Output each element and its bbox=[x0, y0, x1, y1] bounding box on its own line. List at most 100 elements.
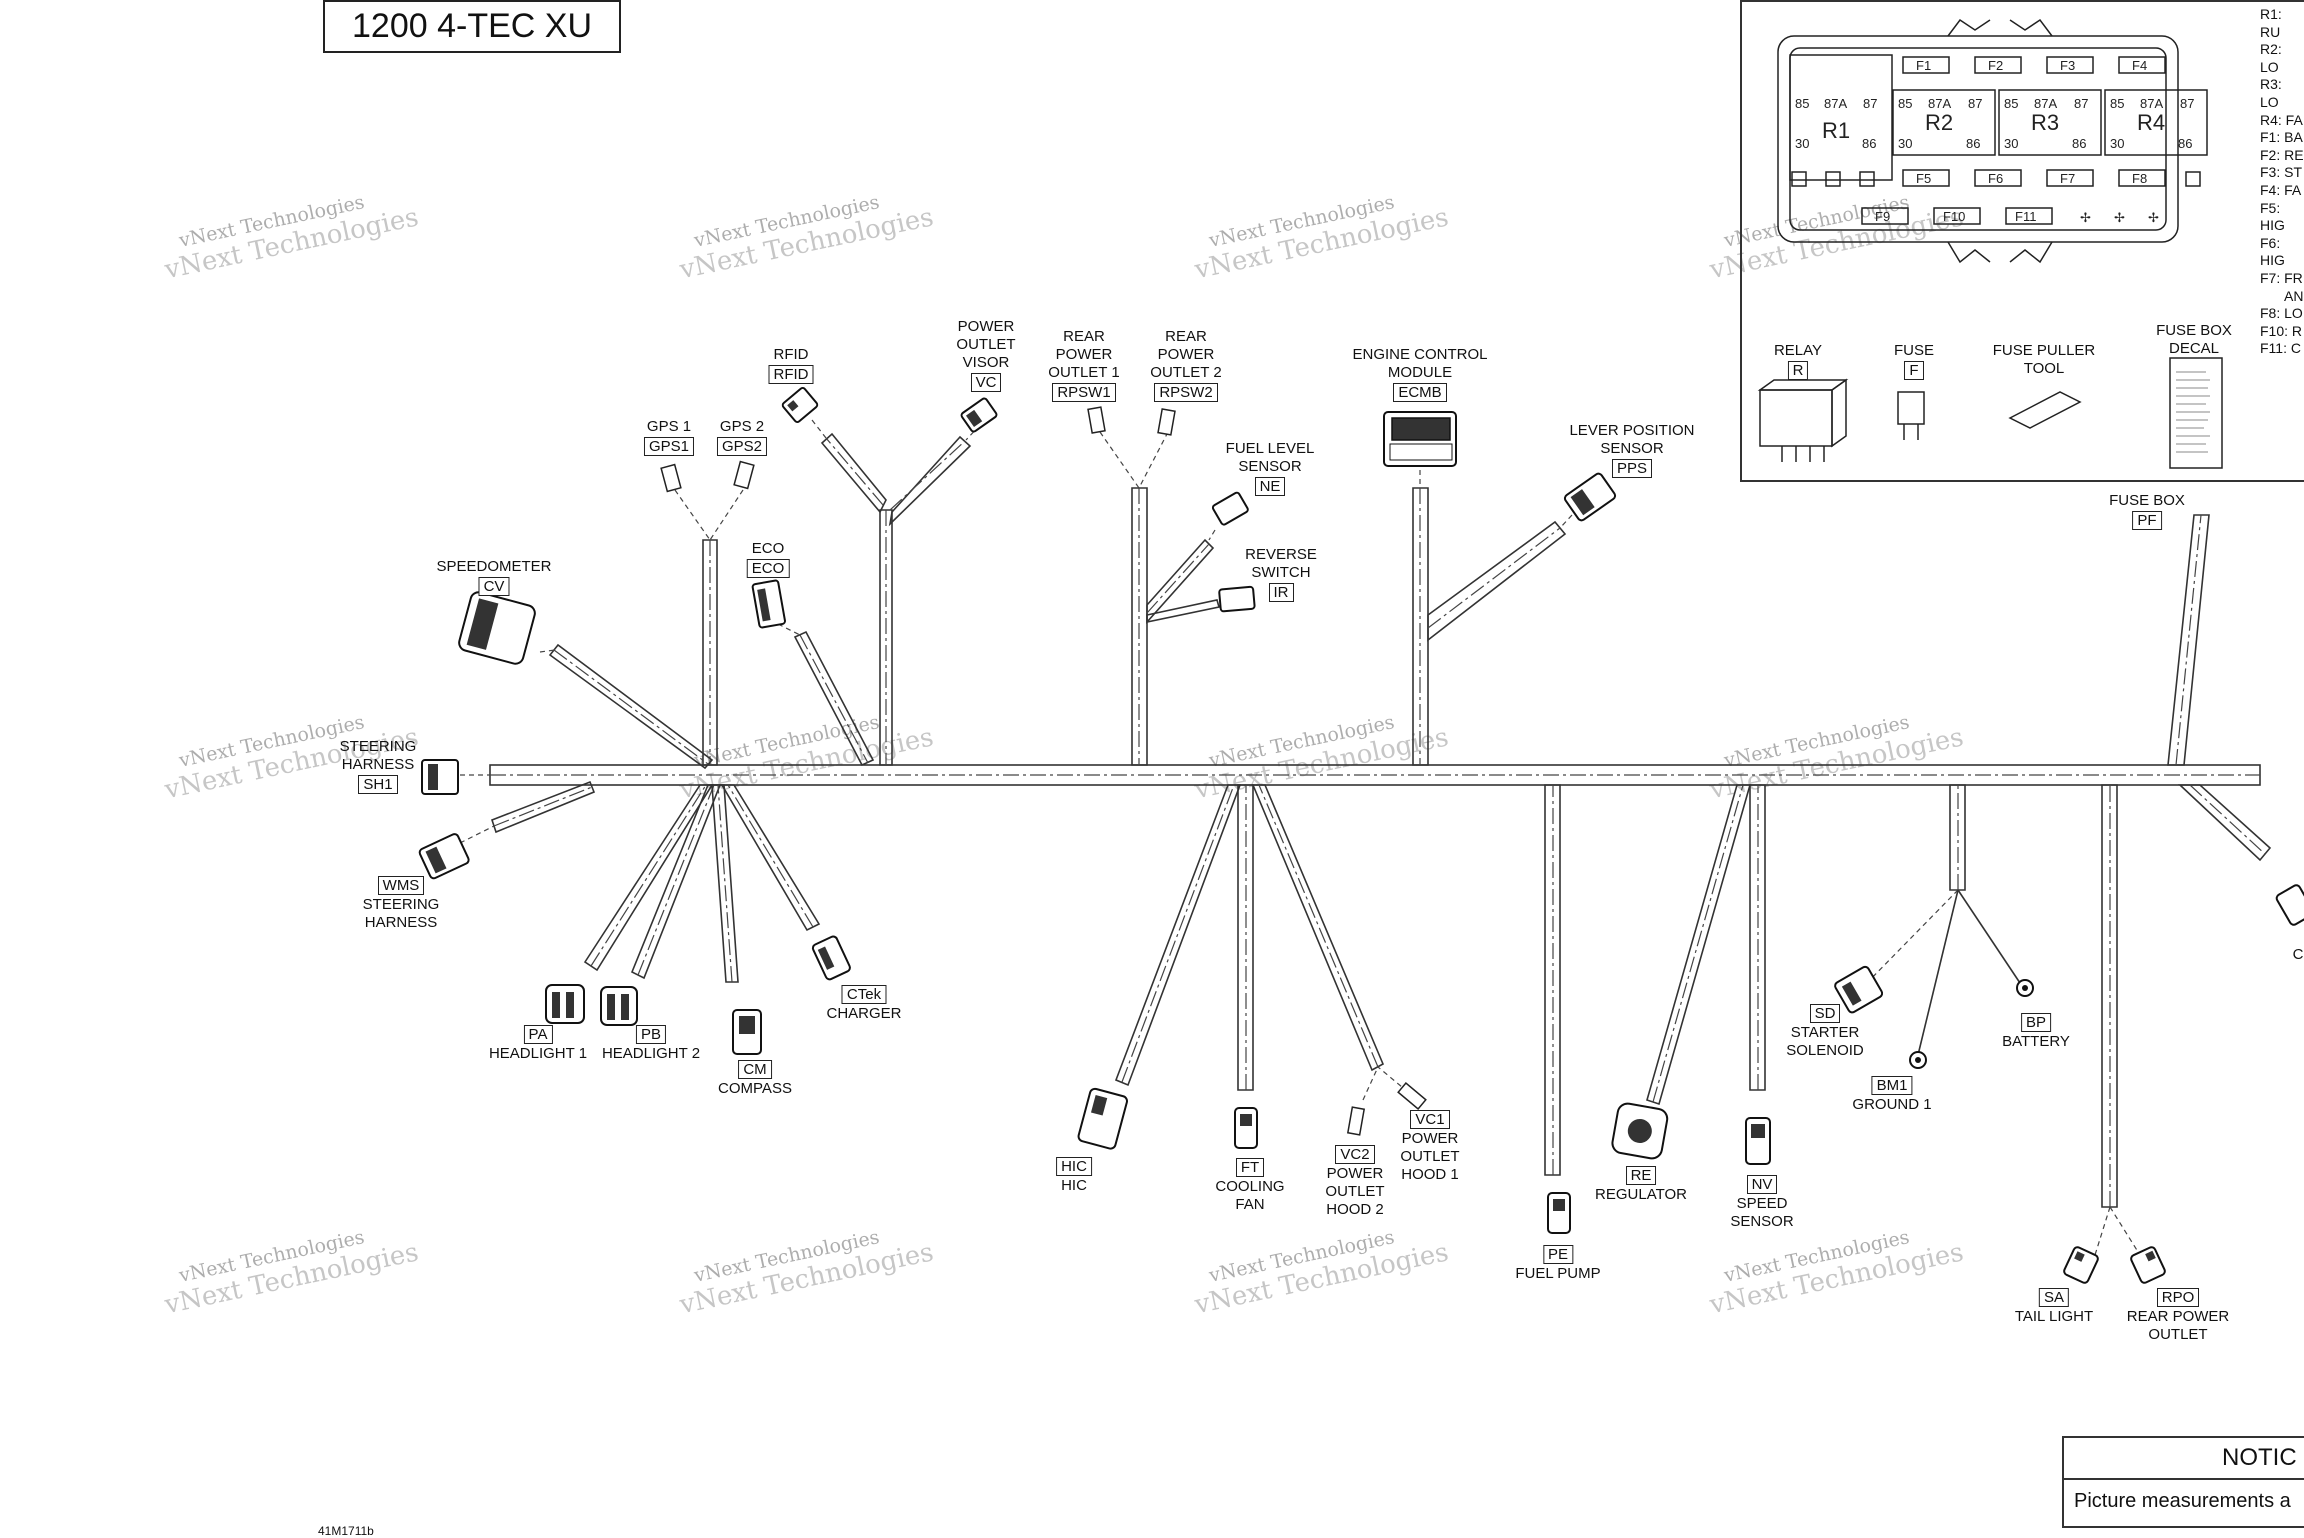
legend-line: F6: HIG bbox=[2260, 234, 2285, 269]
svg-text:85: 85 bbox=[2110, 96, 2124, 111]
svg-text:✢: ✢ bbox=[2114, 210, 2125, 225]
svg-text:87: 87 bbox=[1863, 96, 1877, 111]
legend-line: R2: LO bbox=[2260, 41, 2282, 75]
svg-text:F7: F7 bbox=[2060, 171, 2075, 186]
svg-text:F9: F9 bbox=[1875, 209, 1890, 224]
svg-text:30: 30 bbox=[2110, 136, 2124, 151]
svg-text:R4: R4 bbox=[2137, 110, 2165, 135]
svg-text:R2: R2 bbox=[1925, 110, 1953, 135]
svg-text:87A: 87A bbox=[2140, 96, 2163, 111]
harness-branches bbox=[460, 432, 2272, 1208]
legend-line: R3: LO bbox=[2260, 76, 2282, 110]
legend-line: F3: ST bbox=[2260, 164, 2303, 181]
svg-text:F3: F3 bbox=[2060, 58, 2075, 73]
cut-off-label: C bbox=[2292, 946, 2304, 963]
legend-line: F8: LO bbox=[2260, 305, 2303, 322]
svg-text:✢: ✢ bbox=[2148, 210, 2159, 225]
legend-line: AN bbox=[2284, 287, 2304, 304]
svg-text:F5: F5 bbox=[1916, 171, 1931, 186]
legend-line: F7: FR bbox=[2260, 269, 2303, 286]
svg-text:F2: F2 bbox=[1988, 58, 2003, 73]
notice-box: NOTIC Picture measurements a bbox=[2062, 1436, 2304, 1528]
fuse-puller-label: FUSE PULLER TOOL bbox=[1992, 342, 2096, 377]
fuse-legend: R1: RU R2: LO R3: LO R4: FA F1: BA F2: R… bbox=[2260, 6, 2304, 358]
svg-text:R3: R3 bbox=[2031, 110, 2059, 135]
svg-text:30: 30 bbox=[1795, 136, 1809, 151]
svg-text:86: 86 bbox=[1966, 136, 1980, 151]
legend-line: F11: C bbox=[2260, 340, 2301, 357]
fuse-box-illustration: 85 87A 87 30 86 R1 85 87A 87 30 86 R2 85… bbox=[1757, 18, 2223, 469]
svg-text:87A: 87A bbox=[1824, 96, 1847, 111]
notice-title: NOTIC bbox=[2064, 1438, 2304, 1480]
svg-text:86: 86 bbox=[1862, 136, 1876, 151]
svg-text:87: 87 bbox=[2180, 96, 2194, 111]
legend-line: F1: BA bbox=[2260, 129, 2303, 146]
svg-text:F10: F10 bbox=[1943, 209, 1965, 224]
part-number: 41M1711b bbox=[318, 1524, 374, 1538]
main-trunk bbox=[489, 764, 2261, 786]
svg-text:87A: 87A bbox=[2034, 96, 2057, 111]
diagram-title: 1200 4-TEC XU bbox=[323, 0, 621, 53]
svg-text:85: 85 bbox=[2004, 96, 2018, 111]
svg-text:F1: F1 bbox=[1916, 58, 1931, 73]
legend-line: F4: FA bbox=[2260, 181, 2302, 198]
svg-text:✢: ✢ bbox=[2080, 210, 2091, 225]
notice-text: Picture measurements a bbox=[2074, 1490, 2291, 1512]
legend-line: F10: R bbox=[2260, 322, 2303, 339]
legend-line: R1: RU bbox=[2260, 6, 2282, 40]
svg-text:85: 85 bbox=[1898, 96, 1912, 111]
svg-text:85: 85 bbox=[1795, 96, 1809, 111]
svg-text:87: 87 bbox=[1968, 96, 1982, 111]
svg-text:F8: F8 bbox=[2132, 171, 2147, 186]
svg-text:86: 86 bbox=[2178, 136, 2192, 151]
svg-text:86: 86 bbox=[2072, 136, 2086, 151]
svg-text:87A: 87A bbox=[1928, 96, 1951, 111]
svg-text:F6: F6 bbox=[1988, 171, 2003, 186]
svg-text:F11: F11 bbox=[2015, 209, 2036, 224]
svg-text:R1: R1 bbox=[1822, 118, 1850, 143]
fuse-box-panel bbox=[1740, 0, 2304, 482]
svg-text:F4: F4 bbox=[2132, 58, 2147, 73]
legend-line: R4: FA bbox=[2260, 111, 2303, 128]
fuse-box-decal-label: FUSE BOX DECAL bbox=[2156, 322, 2232, 357]
legend-line: F2: RE bbox=[2260, 146, 2304, 163]
svg-text:30: 30 bbox=[1898, 136, 1912, 151]
connector-leads bbox=[459, 419, 2141, 1256]
svg-text:87: 87 bbox=[2074, 96, 2088, 111]
connector-shapes bbox=[418, 387, 2304, 1284]
